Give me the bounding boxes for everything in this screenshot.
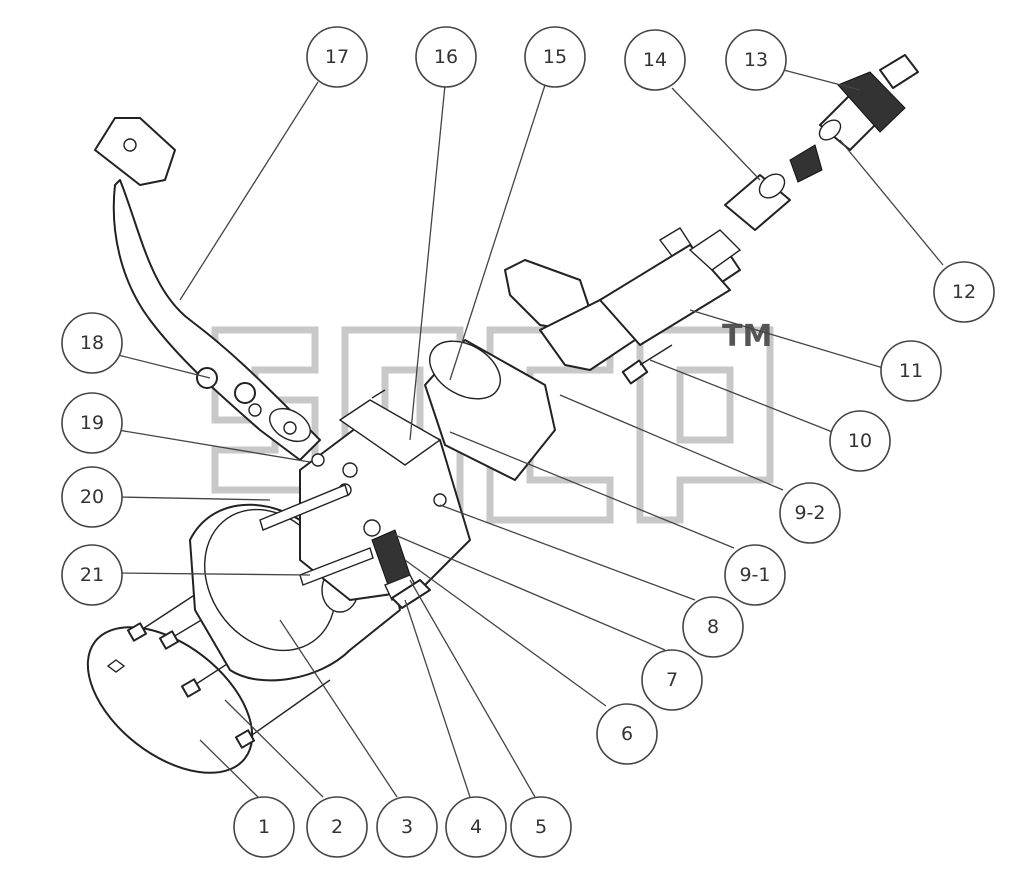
callout-20: 20 (61, 466, 123, 528)
svg-text:18: 18 (80, 332, 104, 354)
svg-text:12: 12 (952, 281, 976, 303)
callout-8: 8 (682, 596, 744, 658)
svg-text:7: 7 (666, 669, 678, 691)
shaft-bolt (621, 344, 673, 385)
relief-valve-parts (363, 519, 431, 609)
svg-text:4: 4 (470, 816, 482, 838)
callout-4: 4 (445, 796, 507, 858)
svg-text:14: 14 (643, 49, 667, 71)
dowel-pins (259, 484, 374, 586)
callout-16: 16 (415, 26, 477, 88)
callout-11: 11 (880, 340, 942, 402)
svg-text:15: 15 (543, 46, 567, 68)
pickup-tube (94, 117, 321, 461)
tube-fasteners (196, 367, 325, 467)
svg-text:6: 6 (621, 723, 633, 745)
svg-text:2: 2 (331, 816, 343, 838)
callout-6: 6 (596, 703, 658, 765)
svg-text:13: 13 (744, 49, 768, 71)
callout-15: 15 (524, 26, 586, 88)
callout-21: 21 (61, 544, 123, 606)
callout-14: 14 (624, 29, 686, 91)
svg-text:8: 8 (707, 616, 719, 638)
svg-text:10: 10 (848, 430, 872, 452)
callout-2: 2 (306, 796, 368, 858)
svg-text:19: 19 (80, 412, 104, 434)
drive-gear (424, 339, 556, 481)
svg-text:3: 3 (401, 816, 413, 838)
helical-gear (789, 54, 919, 183)
callout-1: 1 (233, 796, 295, 858)
shaft-housing (599, 229, 742, 346)
callouts: 1 2 3 4 5 6 7 8 9-1 9-2 10 11 12 13 14 1… (61, 26, 995, 858)
callout-9-1: 9-1 (724, 544, 786, 606)
leader-lines (117, 67, 944, 798)
oil-pump-assembly-drawing (86, 54, 919, 774)
callout-3: 3 (376, 796, 438, 858)
plate-gasket (338, 389, 442, 466)
callout-7: 7 (641, 649, 703, 711)
trademark-mark: TM (722, 319, 772, 354)
svg-text:9-1: 9-1 (739, 564, 770, 586)
callout-12: 12 (933, 261, 995, 323)
callout-10: 10 (829, 410, 891, 472)
svg-text:5: 5 (535, 816, 547, 838)
callout-9-2: 9-2 (779, 482, 841, 544)
callout-18: 18 (61, 312, 123, 374)
svg-text:21: 21 (80, 564, 104, 586)
callout-19: 19 (61, 392, 123, 454)
bushing (724, 173, 791, 231)
svg-text:9-2: 9-2 (794, 502, 825, 524)
svg-text:11: 11 (899, 360, 923, 382)
svg-text:16: 16 (434, 46, 458, 68)
svg-text:1: 1 (258, 816, 270, 838)
callout-13: 13 (725, 29, 787, 91)
callout-17: 17 (306, 26, 368, 88)
strainer-plate (86, 626, 254, 774)
callout-5: 5 (510, 796, 572, 858)
svg-text:17: 17 (325, 46, 349, 68)
svg-text:20: 20 (80, 486, 104, 508)
